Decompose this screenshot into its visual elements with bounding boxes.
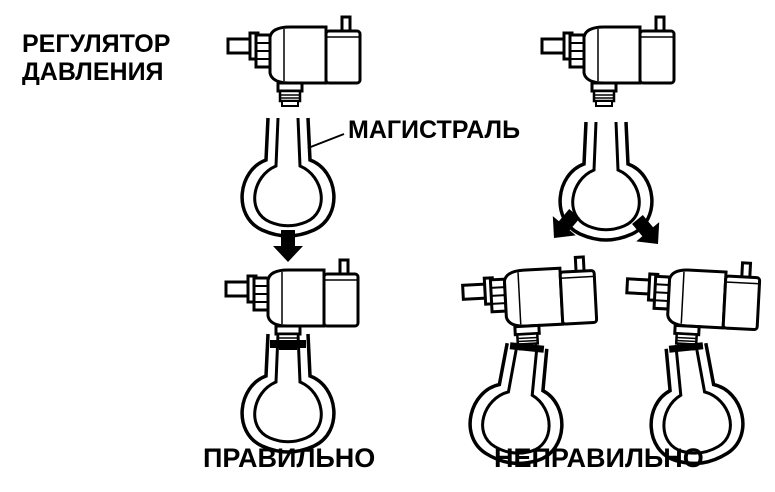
seal-ring <box>270 340 306 348</box>
arrow-down-icon <box>542 203 587 248</box>
incorrect-label: НЕПРАВИЛЬНО <box>494 443 704 473</box>
seal-ring <box>509 342 545 353</box>
leader-line <box>307 133 345 149</box>
fuel-rail-label: МАГИСТРАЛЬ <box>348 116 521 144</box>
seal-ring <box>668 342 704 353</box>
correct-label: ПРАВИЛЬНО <box>203 443 376 473</box>
pressure-regulator-icon <box>224 258 360 351</box>
fuel-rail-icon <box>240 116 336 238</box>
pressure-regulator-icon <box>226 15 362 108</box>
regulator-label: РЕГУЛЯТОР ДАВЛЕНИЯ <box>22 30 170 86</box>
pressure-regulator-icon <box>459 254 600 354</box>
fuel-rail-icon <box>240 332 336 454</box>
regulator-label-line2: ДАВЛЕНИЯ <box>22 58 164 86</box>
pressure-regulator-icon <box>622 255 763 355</box>
pressure-regulator-icon <box>540 15 676 108</box>
regulator-label-line1: РЕГУЛЯТОР <box>22 30 171 58</box>
